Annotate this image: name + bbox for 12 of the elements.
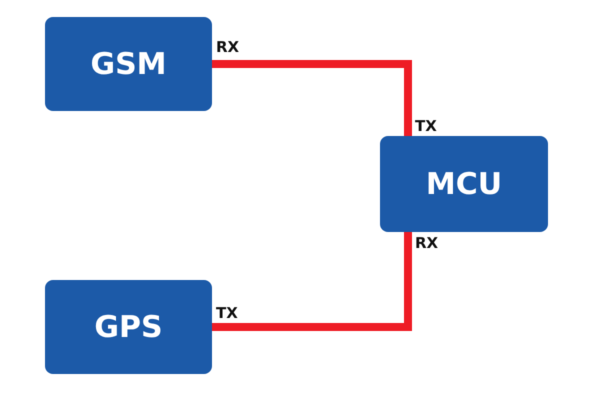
module-name: GSM [90,46,167,82]
module-box [45,17,212,111]
module-name: GPS [94,310,163,344]
pin-label: TX [415,117,437,135]
module-box [380,136,548,232]
pin-label: RX [415,234,438,252]
pin-label: TX [216,304,238,322]
module-name: MCU [426,166,502,202]
pin-label: RX [216,38,240,56]
connector-line [212,60,412,136]
connector-line [212,232,412,331]
module-box [45,280,212,374]
